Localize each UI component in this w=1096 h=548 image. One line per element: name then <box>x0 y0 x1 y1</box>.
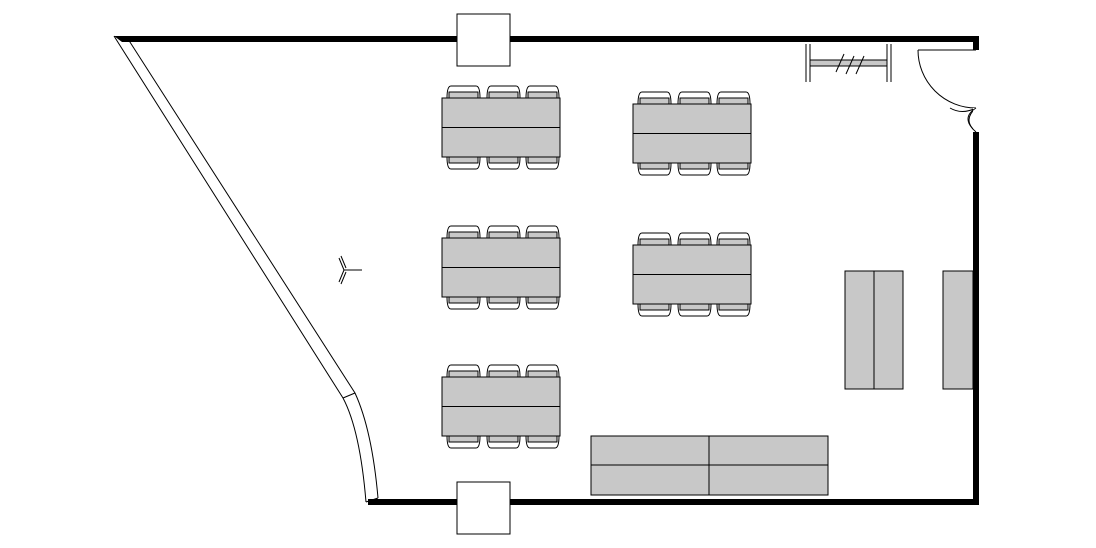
chair <box>677 232 712 246</box>
door-jamb-curve <box>967 107 977 133</box>
chair <box>486 225 521 239</box>
chair <box>677 91 712 105</box>
cabinet-right-b <box>942 270 974 390</box>
chair <box>486 435 521 449</box>
chair <box>446 85 481 99</box>
chair <box>486 296 521 310</box>
chair <box>716 162 751 176</box>
table-group <box>441 364 561 449</box>
chair <box>677 303 712 317</box>
table-group <box>441 85 561 170</box>
curtain-wall-inner <box>127 38 379 499</box>
chair <box>486 364 521 378</box>
table-group <box>441 225 561 310</box>
chair <box>716 232 751 246</box>
curtain-wall-end <box>365 497 379 503</box>
door-swing-icon <box>917 49 977 109</box>
chair <box>525 85 560 99</box>
chair <box>525 364 560 378</box>
curtain-wall-joint <box>342 392 356 399</box>
curtain-wall <box>113 35 379 503</box>
chair <box>446 435 481 449</box>
cabinet-right-a <box>844 270 904 390</box>
chair <box>525 225 560 239</box>
tables <box>441 85 752 449</box>
chair <box>637 91 672 105</box>
column-top <box>456 13 511 67</box>
chair <box>486 156 521 170</box>
chair <box>525 156 560 170</box>
north-arrow-icon <box>338 255 362 285</box>
chair <box>446 225 481 239</box>
cabinets <box>590 270 974 496</box>
top-wall <box>128 36 979 50</box>
chair <box>637 232 672 246</box>
chair <box>486 85 521 99</box>
chair <box>637 303 672 317</box>
right-wall <box>368 132 979 505</box>
chair <box>446 364 481 378</box>
door <box>917 49 979 133</box>
column-bottom <box>456 481 511 535</box>
curtain-wall-outer <box>113 35 367 503</box>
chair <box>716 303 751 317</box>
door-jamb <box>973 108 979 132</box>
chair <box>525 435 560 449</box>
chair <box>677 162 712 176</box>
cabinet-bottom <box>590 435 829 496</box>
chair <box>446 296 481 310</box>
chair <box>637 162 672 176</box>
coat-rack-icon <box>805 44 892 82</box>
table-group <box>632 91 752 176</box>
table-group <box>632 232 752 317</box>
chair <box>716 91 751 105</box>
chair <box>446 156 481 170</box>
chair <box>525 296 560 310</box>
